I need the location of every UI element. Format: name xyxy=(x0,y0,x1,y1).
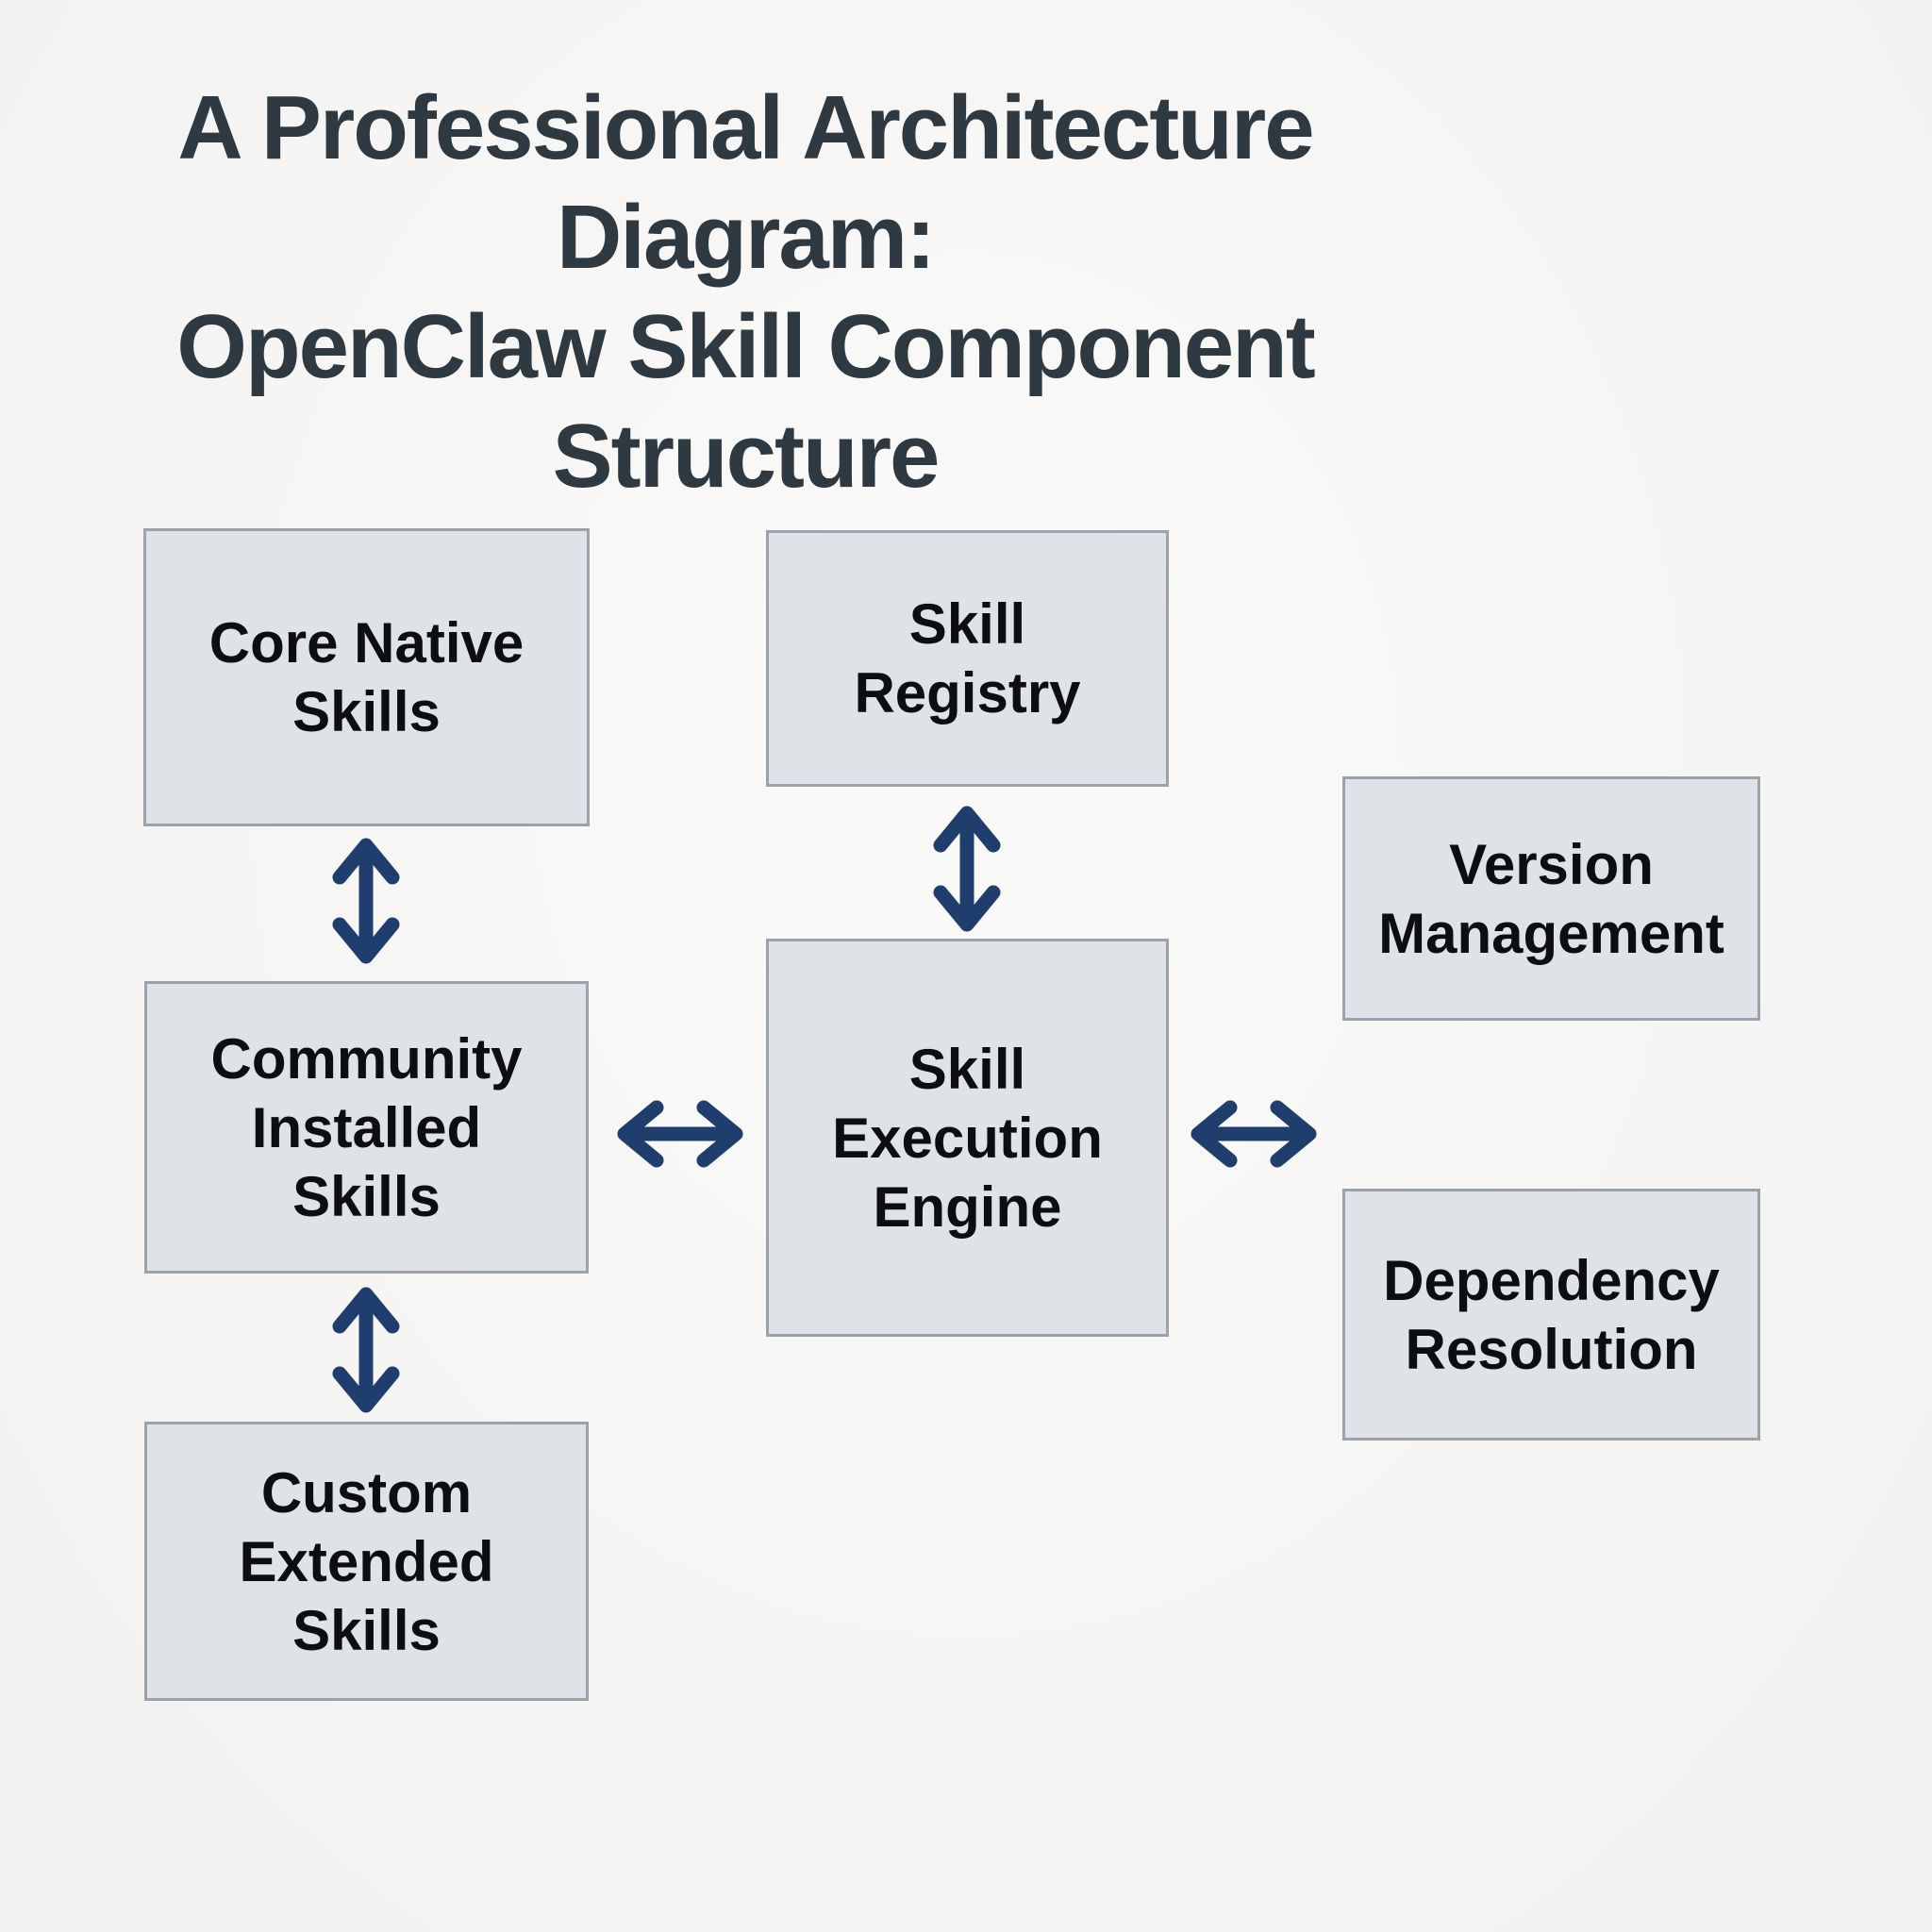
node-skill-registry-label: Skill Registry xyxy=(854,592,1081,724)
node-custom-extended-skills: Custom Extended Skills xyxy=(144,1422,589,1701)
node-dependency-resolution: Dependency Resolution xyxy=(1342,1189,1760,1441)
node-version-management: Version Management xyxy=(1342,776,1760,1021)
node-version-management-label: Version Management xyxy=(1378,832,1724,965)
node-skill-execution-engine-label: Skill Execution Engine xyxy=(832,1037,1103,1239)
double-arrow-community-custom-icon xyxy=(326,1279,406,1421)
double-arrow-registry-engine-icon xyxy=(927,798,1007,940)
diagram-title-line1: A Professional Architecture Diagram: xyxy=(177,77,1314,288)
node-skill-execution-engine: Skill Execution Engine xyxy=(766,939,1169,1337)
double-arrow-community-engine-icon xyxy=(609,1094,751,1174)
diagram-title-line2: OpenClaw Skill Component Structure xyxy=(176,296,1315,507)
node-core-native-skills-label: Core Native Skills xyxy=(208,611,525,743)
node-core-native-skills: Core Native Skills xyxy=(143,528,590,826)
node-dependency-resolution-label: Dependency Resolution xyxy=(1383,1248,1720,1381)
double-arrow-core-community-icon xyxy=(326,830,406,972)
diagram-title: A Professional Architecture Diagram:Open… xyxy=(0,74,1491,511)
node-community-installed-skills: Community Installed Skills xyxy=(144,981,589,1274)
node-community-installed-skills-label: Community Installed Skills xyxy=(210,1026,523,1228)
node-skill-registry: Skill Registry xyxy=(766,530,1169,787)
node-custom-extended-skills-label: Custom Extended Skills xyxy=(239,1460,494,1662)
double-arrow-engine-right-icon xyxy=(1183,1094,1324,1174)
